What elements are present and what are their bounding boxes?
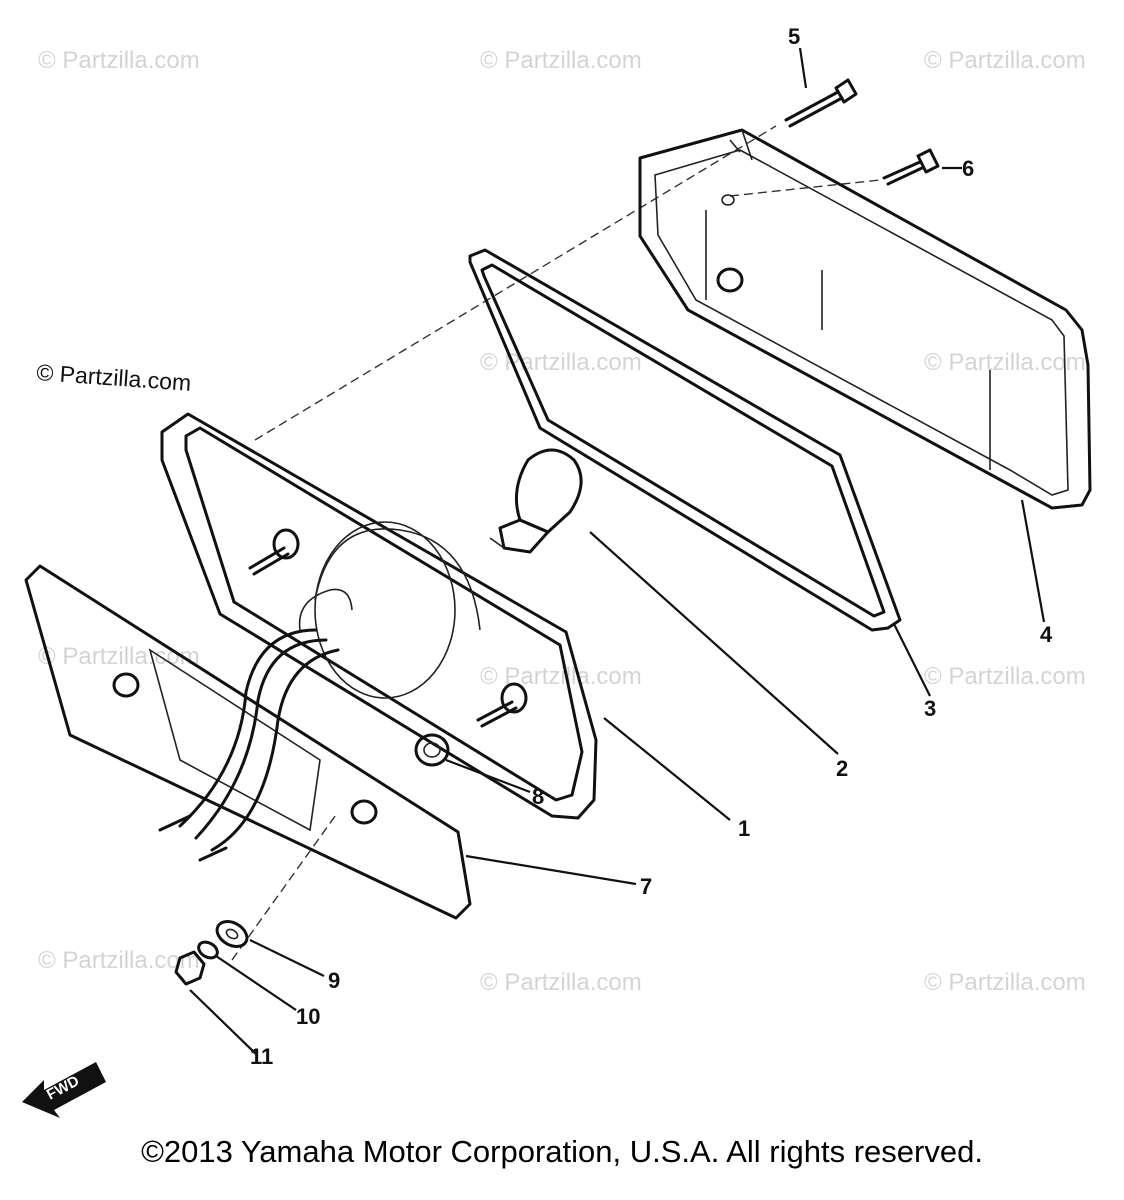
watermark: © Partzilla.com <box>480 663 642 690</box>
part-label: 10 <box>296 1004 320 1029</box>
alignment-lines <box>231 125 881 961</box>
gasket <box>468 248 902 632</box>
wiring-harness <box>158 588 353 862</box>
watermark-main: © Partzilla.com <box>36 359 192 396</box>
part-label: 9 <box>328 968 340 993</box>
fasteners <box>174 920 249 986</box>
fwd-arrow-icon: FWD <box>22 1062 106 1118</box>
part-label: 8 <box>532 784 544 809</box>
watermark: © Partzilla.com <box>480 349 642 376</box>
part-label: 3 <box>924 696 936 721</box>
part-label: 6 <box>962 156 974 181</box>
plate-bracket <box>24 564 472 920</box>
part-label: 5 <box>788 24 800 49</box>
part-label: 1 <box>738 816 750 841</box>
lens-housing <box>638 128 1092 510</box>
watermarks: © Partzilla.com © Partzilla.com © Partzi… <box>36 47 1086 996</box>
watermark: © Partzilla.com <box>38 947 200 974</box>
leader-lines <box>189 47 1046 1055</box>
short-screw <box>882 148 940 186</box>
part-label: 4 <box>1040 622 1053 647</box>
watermark: © Partzilla.com <box>480 969 642 996</box>
watermark: © Partzilla.com <box>924 47 1086 74</box>
watermark: © Partzilla.com <box>924 663 1086 690</box>
grommet <box>414 733 450 767</box>
copyright-notice: ©2013 Yamaha Motor Corporation, U.S.A. A… <box>141 1134 983 1169</box>
part-label: 7 <box>640 874 652 899</box>
base-frame <box>160 412 598 820</box>
watermark: © Partzilla.com <box>38 47 200 74</box>
watermark: © Partzilla.com <box>480 47 642 74</box>
watermark: © Partzilla.com <box>924 969 1086 996</box>
long-screw <box>784 78 858 128</box>
bulb <box>489 448 583 554</box>
part-label: 11 <box>250 1044 273 1069</box>
part-labels: 1 2 3 4 5 6 7 8 9 10 11 <box>250 24 1053 1069</box>
watermark: © Partzilla.com <box>924 349 1086 376</box>
part-label: 2 <box>836 756 848 781</box>
